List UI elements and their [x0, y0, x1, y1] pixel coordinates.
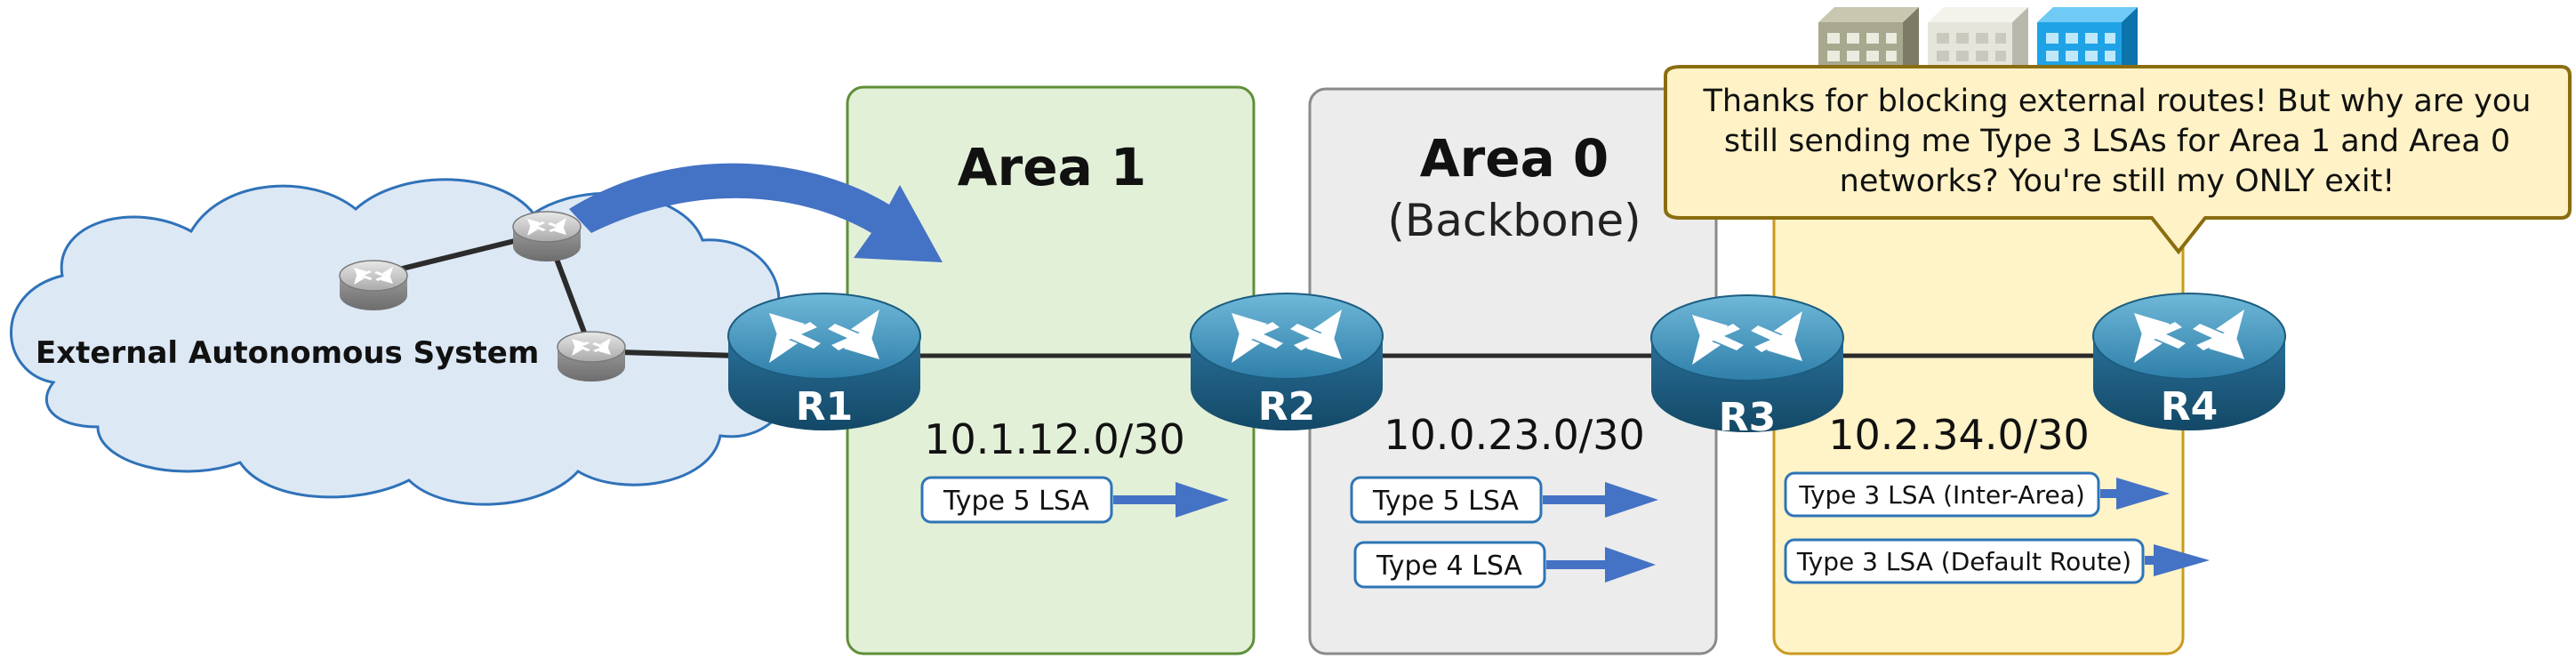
redistribution-arrow-icon [569, 163, 943, 262]
arrow-head [2154, 544, 2210, 576]
lsa-tag-area0-type5-label: Type 5 LSA [1372, 486, 1519, 517]
lsa-tag-area2-type3-default-label: Type 3 LSA (Default Route) [1796, 547, 2131, 576]
arrow-head [2116, 478, 2170, 510]
lsa-tag-area0-type5: Type 5 LSA [1350, 476, 1658, 524]
router-r4-label: R4 [2161, 384, 2219, 430]
arrow-head [1176, 482, 1229, 518]
external-router-icon-2 [512, 211, 582, 262]
external-router-icon-1 [339, 260, 408, 311]
router-r1[interactable]: R1 [727, 293, 921, 431]
area-0-subtitle: (Backbone) [1387, 195, 1641, 246]
speech-bubble: Thanks for blocking external routes! But… [1664, 65, 2572, 255]
router-r2-label: R2 [1258, 384, 1316, 430]
lsa-tag-area1-type5: Type 5 LSA [920, 476, 1229, 524]
lsa-tag-area2-type3-default: Type 3 LSA (Default Route) [1784, 538, 2210, 584]
lsa-tag-area2-type3-inter-label: Type 3 LSA (Inter-Area) [1798, 480, 2085, 510]
speech-bubble-line-2: still sending me Type 3 LSAs for Area 1 … [1724, 124, 2510, 159]
lsa-tag-area1-type5-label: Type 5 LSA [943, 486, 1089, 517]
router-r4[interactable]: R4 [2092, 293, 2286, 431]
lsa-tag-area0-type4-label: Type 4 LSA [1376, 551, 1522, 582]
external-router-icon-3 [557, 331, 626, 382]
speech-bubble-line-3: networks? You're still my ONLY exit! [1840, 164, 2395, 199]
router-r1-label: R1 [796, 384, 854, 430]
speech-bubble-line-1: Thanks for blocking external routes! But… [1703, 84, 2532, 119]
area-1-title: Area 1 [958, 137, 1147, 197]
area-0-title: Area 0 [1420, 128, 1609, 189]
router-r2[interactable]: R2 [1190, 293, 1384, 431]
lsa-tag-area0-type4: Type 4 LSA [1353, 541, 1656, 589]
subnet-r1-r2: 10.1.12.0/30 [924, 415, 1185, 463]
external-as-label: External Autonomous System [36, 335, 539, 371]
lsa-tag-area2-type3-inter: Type 3 LSA (Inter-Area) [1784, 471, 2170, 518]
arrow-head [1605, 482, 1658, 518]
router-r3[interactable]: R3 [1650, 294, 1844, 440]
subnet-r2-r3: 10.0.23.0/30 [1384, 411, 1645, 459]
arrow-head [1605, 547, 1656, 583]
router-r3-label: R3 [1719, 395, 1777, 440]
subnet-r3-r4: 10.2.34.0/30 [1828, 411, 2090, 459]
